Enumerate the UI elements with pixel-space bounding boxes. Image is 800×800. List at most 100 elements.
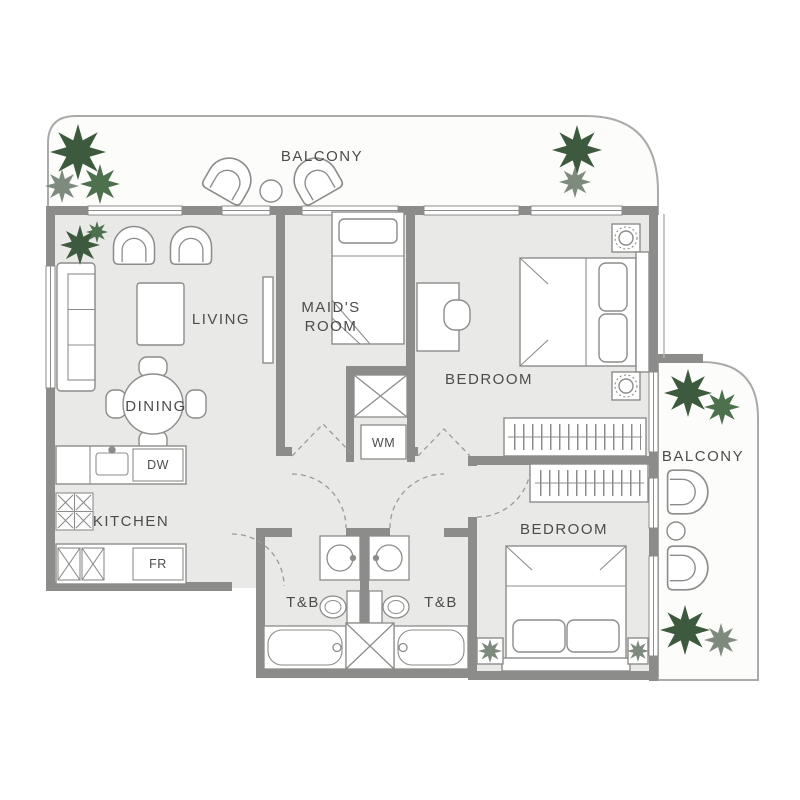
- shaft: [353, 374, 408, 418]
- dining-set: [105, 356, 207, 452]
- utility-closet: [353, 374, 408, 460]
- wall-segment: [658, 354, 703, 363]
- fridge: [132, 547, 184, 581]
- wardrobe: [529, 463, 649, 503]
- windows: [45, 205, 665, 657]
- wall-segment: [182, 206, 222, 215]
- bedroom-bottom-furniture: [476, 463, 649, 672]
- wall-segment: [519, 206, 531, 215]
- bathtub: [393, 625, 469, 670]
- armchair: [169, 225, 213, 266]
- door-swing: [291, 423, 355, 457]
- plant-icon: [552, 125, 602, 175]
- window: [648, 555, 659, 657]
- balcony-table: [666, 521, 686, 541]
- balcony-right-furniture: [666, 469, 709, 591]
- shaft: [345, 622, 395, 670]
- room-label-balcony-right: BALCONY: [662, 448, 744, 465]
- armchair: [112, 225, 156, 266]
- wall-segment: [468, 456, 658, 465]
- window: [87, 205, 183, 216]
- appliance-label-wm: WM: [372, 436, 395, 450]
- toilet: [368, 590, 410, 624]
- door-swing: [231, 533, 285, 587]
- balcony-right: [657, 361, 759, 681]
- bathtub: [263, 625, 347, 670]
- bedroom-top-furniture: [416, 223, 650, 457]
- wall-segment: [270, 206, 302, 215]
- vanity-sink: [368, 535, 410, 581]
- walls: [46, 206, 703, 681]
- plant-icon: [660, 605, 710, 655]
- stove: [55, 492, 94, 531]
- wall-segment: [46, 388, 55, 591]
- dining-table: [122, 373, 184, 435]
- wall-segment: [46, 582, 232, 591]
- nightstand-lamp: [611, 223, 641, 253]
- room-label-living: LIVING: [192, 311, 250, 328]
- wall-segment: [256, 528, 292, 537]
- room-label-maids-room-line2: ROOM: [305, 318, 358, 335]
- appliance-label-fr: FR: [149, 557, 167, 571]
- wall-segment: [256, 669, 468, 678]
- lower-counter: [55, 543, 187, 585]
- window: [45, 265, 56, 389]
- window: [530, 205, 623, 216]
- wall-segment: [346, 366, 415, 375]
- balcony-table: [259, 179, 283, 203]
- maids-room-furniture: [331, 211, 405, 345]
- plant-icon: [627, 640, 649, 662]
- bathrooms: [263, 535, 469, 670]
- balcony-chair: [666, 469, 709, 515]
- nightstand-lamp: [627, 637, 649, 665]
- wall-segment: [360, 528, 369, 628]
- window: [648, 371, 659, 453]
- room-label-kitchen: KITCHEN: [93, 513, 169, 530]
- room-label-tb-left: T&B: [286, 594, 320, 611]
- room-label-tb-right: T&B: [424, 594, 458, 611]
- balcony-door: [648, 477, 659, 529]
- wall-segment: [346, 366, 354, 462]
- room-label-bedroom-bottom: BEDROOM: [520, 521, 608, 538]
- cabinet: [57, 547, 105, 581]
- balcony-top: [47, 115, 659, 215]
- nightstand-lamp: [476, 637, 504, 665]
- wall-segment: [649, 528, 658, 556]
- coffee-table: [136, 282, 185, 346]
- toilet: [319, 590, 361, 624]
- wall-segment: [46, 206, 55, 266]
- wall-segment: [407, 447, 418, 456]
- sofa: [56, 262, 96, 392]
- wall-segment: [46, 206, 88, 215]
- window: [221, 205, 271, 216]
- window: [423, 205, 520, 216]
- washing-machine: [360, 424, 407, 460]
- wall-segment: [468, 456, 477, 466]
- wall-segment: [276, 206, 285, 456]
- wall-segment: [649, 206, 658, 372]
- tv-unit: [262, 276, 274, 364]
- plant-icon: [86, 221, 108, 243]
- bed: [331, 211, 405, 345]
- wall-segment: [444, 528, 470, 537]
- balcony-chair: [666, 545, 709, 591]
- wall-segment: [622, 206, 658, 215]
- room-label-bedroom-top: BEDROOM: [445, 371, 533, 388]
- plant-icon: [45, 169, 79, 203]
- nightstand-lamp: [611, 371, 641, 401]
- wall-segment: [468, 671, 658, 680]
- desk-chair: [443, 299, 471, 331]
- plant-icon: [559, 166, 591, 198]
- door-swing: [389, 473, 445, 529]
- wall-segment: [406, 206, 415, 366]
- living-room: [56, 225, 274, 392]
- bed: [519, 251, 650, 373]
- sink: [95, 446, 129, 476]
- door-swing: [291, 473, 347, 529]
- kitchen-furniture: [55, 445, 187, 585]
- wall-segment: [276, 447, 292, 456]
- room-label-maids-room-line1: MAID'S: [301, 299, 360, 316]
- appliance-label-dw: DW: [147, 458, 169, 472]
